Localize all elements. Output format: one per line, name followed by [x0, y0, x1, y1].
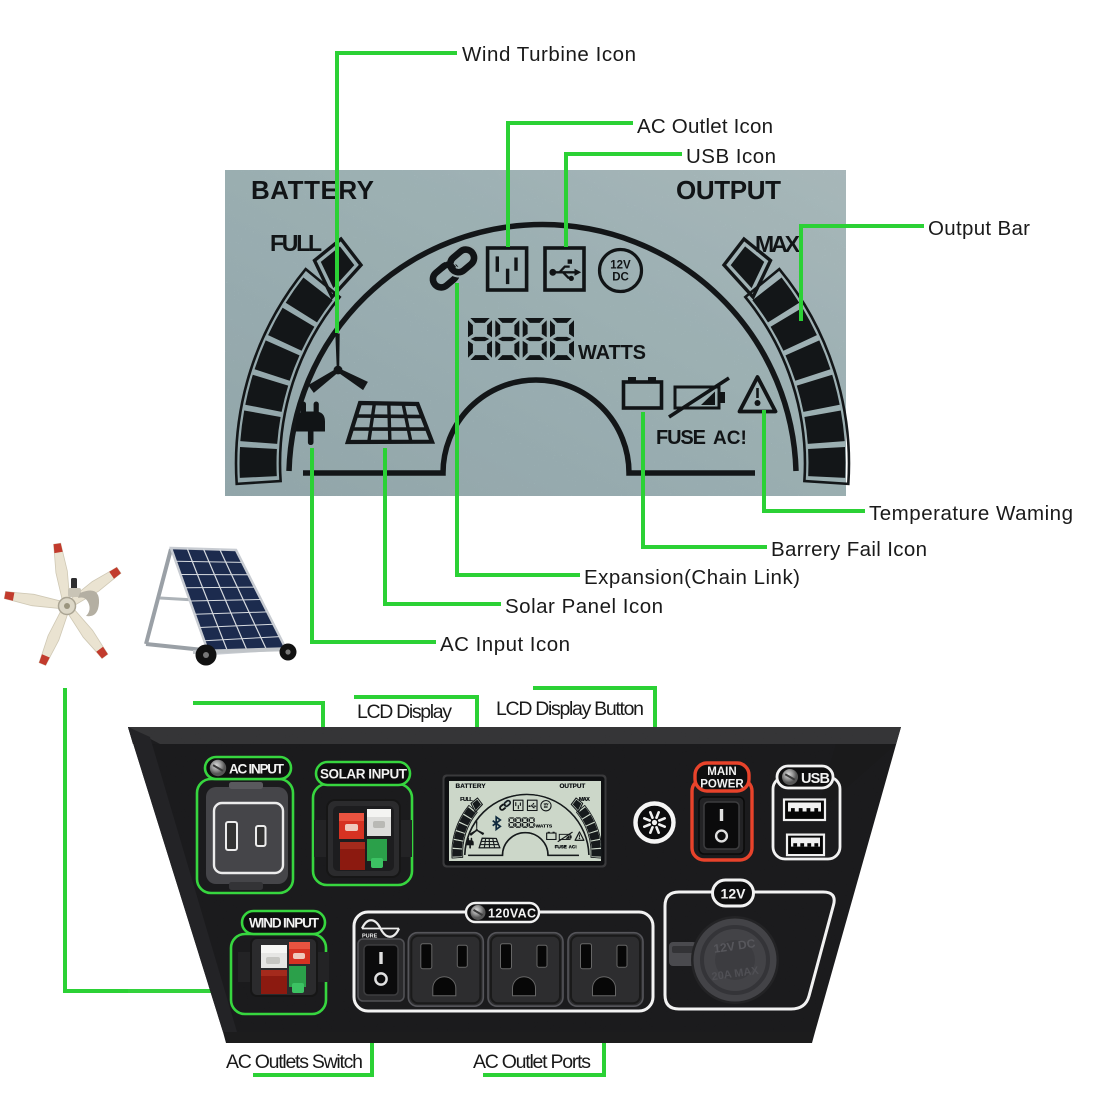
svg-text:Temperature Waming: Temperature Waming — [869, 502, 1073, 525]
svg-text:AC INPUT: AC INPUT — [229, 762, 285, 777]
svg-text:Barrery Fail Icon: Barrery Fail Icon — [771, 538, 927, 561]
svg-text:AC Outlet Icon: AC Outlet Icon — [637, 115, 773, 138]
svg-text:USB Icon: USB Icon — [686, 145, 776, 168]
svg-text:USB: USB — [801, 771, 830, 787]
svg-text:PURE: PURE — [362, 934, 378, 940]
svg-text:Expansion(Chain Link): Expansion(Chain Link) — [584, 566, 800, 589]
svg-text:120VAC: 120VAC — [488, 907, 536, 921]
svg-text:POWER: POWER — [700, 779, 744, 791]
svg-text:Output Bar: Output Bar — [928, 217, 1030, 240]
svg-text:12V DC: 12V DC — [713, 936, 757, 956]
svg-text:Wind Turbine Icon: Wind Turbine Icon — [462, 43, 636, 66]
svg-text:LCD Display: LCD Display — [357, 701, 452, 723]
svg-text:AC Outlet Ports: AC Outlet Ports — [473, 1051, 591, 1073]
svg-text:SOLAR INPUT: SOLAR INPUT — [320, 767, 408, 782]
svg-text:LCD Display Button: LCD Display Button — [496, 698, 644, 720]
svg-text:MAIN: MAIN — [707, 766, 736, 778]
svg-text:AC Input Icon: AC Input Icon — [440, 633, 570, 656]
svg-text:WIND INPUT: WIND INPUT — [249, 916, 320, 931]
svg-text:12V: 12V — [721, 886, 747, 902]
svg-text:AC Outlets Switch: AC Outlets Switch — [226, 1051, 363, 1073]
svg-text:Solar Panel Icon: Solar Panel Icon — [505, 595, 663, 618]
